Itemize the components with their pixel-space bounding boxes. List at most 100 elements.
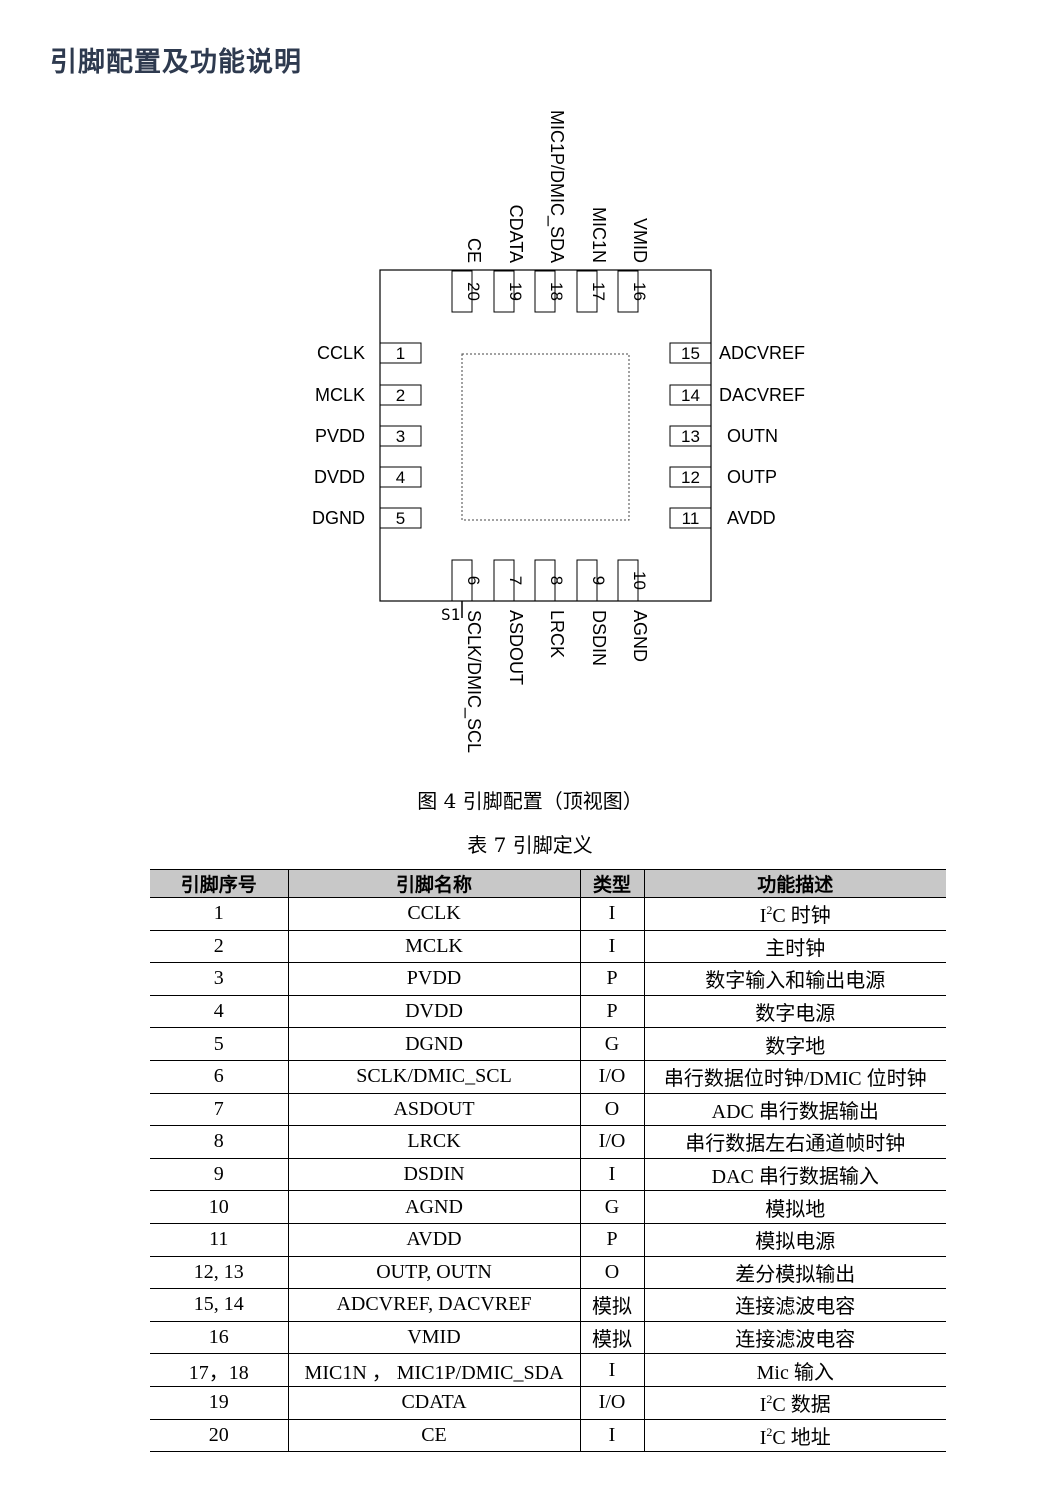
pin-number-cell: 8 xyxy=(150,1125,288,1159)
pin-3: 3 PVDD xyxy=(315,425,422,447)
header-pin-name: 引脚名称 xyxy=(287,869,580,898)
pin-description-cell: 差分模拟输出 xyxy=(643,1256,946,1290)
pin-name-cell: CDATA xyxy=(287,1386,580,1420)
pin-number-label: 6 xyxy=(464,576,483,585)
pin-description-cell: I2C 时钟 xyxy=(643,897,946,931)
desc-text: ADC 串行数据输出 xyxy=(711,1100,879,1123)
pin-name-label: MCLK xyxy=(315,385,365,405)
pin-name-cell: MCLK xyxy=(287,930,580,964)
desc-text: C 时钟 xyxy=(772,905,831,928)
pin-box xyxy=(669,342,712,364)
pin-number-label: 10 xyxy=(630,571,649,590)
pin-number-label: 9 xyxy=(589,576,608,585)
desc-text: 主时钟 xyxy=(765,937,826,960)
pin-description-cell: 数字输入和输出电源 xyxy=(643,962,946,996)
pin-number-label: 3 xyxy=(396,427,405,446)
pin-name-cell: VMID xyxy=(287,1321,580,1355)
pin-name-cell: DSDIN xyxy=(287,1158,580,1192)
pin-number-cell: 7 xyxy=(150,1093,288,1127)
pin-box xyxy=(379,384,422,406)
pin-number-cell: 20 xyxy=(150,1419,288,1453)
desc-superscript: 2 xyxy=(766,903,773,918)
pin-box xyxy=(576,559,598,602)
pin-description-cell: 主时钟 xyxy=(643,930,946,964)
pin-name-label: AVDD xyxy=(727,508,776,528)
pin-name-label: DSDIN xyxy=(589,610,609,666)
pin-description-cell: I2C 数据 xyxy=(643,1386,946,1420)
pin-name-label: OUTP xyxy=(727,467,777,487)
pin-name-label: SCLK/DMIC_SCL xyxy=(463,610,484,753)
pin-number-cell: 4 xyxy=(150,995,288,1029)
pin-number-cell: 11 xyxy=(150,1223,288,1257)
pin-description-cell: 数字电源 xyxy=(643,995,946,1029)
figure-caption: 图 4 引脚配置（顶视图） xyxy=(417,789,643,813)
pin-name-cell: DGND xyxy=(287,1027,580,1061)
pin-description-cell: 串行数据左右通道帧时钟 xyxy=(643,1125,946,1159)
pin-number-cell: 10 xyxy=(150,1190,288,1224)
pin-type-cell: I xyxy=(579,1353,644,1387)
desc-text: 连接滤波电容 xyxy=(735,1296,856,1319)
pin-number-cell: 12, 13 xyxy=(150,1256,288,1290)
pin-number-cell: 5 xyxy=(150,1027,288,1061)
pin-description-cell: 连接滤波电容 xyxy=(643,1321,946,1355)
pin-2: 2 MCLK xyxy=(315,384,422,406)
pin-number-label: 5 xyxy=(396,509,405,528)
section-heading: 引脚配置及功能说明 xyxy=(50,47,302,78)
pin-box xyxy=(669,507,712,529)
pin-box xyxy=(669,425,712,447)
pin-name-label: DGND xyxy=(312,508,365,528)
pin-type-cell: I xyxy=(579,897,644,931)
header-type: 类型 xyxy=(579,869,644,898)
pin-name-cell: DVDD xyxy=(287,995,580,1029)
pin-name-label: MIC1P/DMIC_SDA xyxy=(546,110,567,263)
pin-box xyxy=(576,270,598,313)
pin-number-cell: 1 xyxy=(150,897,288,931)
pin-box xyxy=(617,270,639,313)
pin-number-label: 14 xyxy=(681,386,700,405)
pin-box xyxy=(493,270,515,313)
pin-name-cell: MIC1N ， MIC1P/DMIC_SDA xyxy=(287,1353,580,1387)
pin-description-cell: 数字地 xyxy=(643,1027,946,1061)
pin-number-label: 16 xyxy=(630,282,649,301)
pin-name-cell: ADCVREF, DACVREF xyxy=(287,1288,580,1322)
pin-type-cell: 模拟 xyxy=(579,1321,644,1355)
pin-16: 16 VMID xyxy=(617,218,650,313)
pin-box xyxy=(451,270,473,313)
pin-description-cell: Mic 输入 xyxy=(643,1353,946,1387)
pin-type-cell: I/O xyxy=(579,1386,644,1420)
desc-text: 差分模拟输出 xyxy=(735,1263,856,1286)
desc-prefix: I xyxy=(759,905,767,928)
pin-name-label: CCLK xyxy=(317,343,365,363)
pin-type-cell: O xyxy=(579,1256,644,1290)
pin-name-cell: SCLK/DMIC_SCL xyxy=(287,1060,580,1094)
desc-text: 模拟电源 xyxy=(755,1231,836,1254)
pin-box xyxy=(534,270,556,313)
exposed-pad xyxy=(461,353,630,521)
pin-type-cell: I xyxy=(579,1158,644,1192)
pin-name-label: VMID xyxy=(630,218,650,263)
table-caption: 表 7 引脚定义 xyxy=(467,833,593,857)
pin-name-label: PVDD xyxy=(315,426,365,446)
pin-description-cell: ADC 串行数据输出 xyxy=(643,1093,946,1127)
desc-superscript: 2 xyxy=(766,1424,773,1439)
pin-5: 5 DGND xyxy=(312,507,422,529)
pin-box xyxy=(379,425,422,447)
pin-number-label: 2 xyxy=(396,386,405,405)
pin-box xyxy=(379,507,422,529)
pin-box xyxy=(493,559,515,602)
desc-text: 数字地 xyxy=(765,1035,826,1058)
desc-text: DAC 串行数据输入 xyxy=(711,1166,879,1189)
pin-name-label: CE xyxy=(464,238,484,263)
